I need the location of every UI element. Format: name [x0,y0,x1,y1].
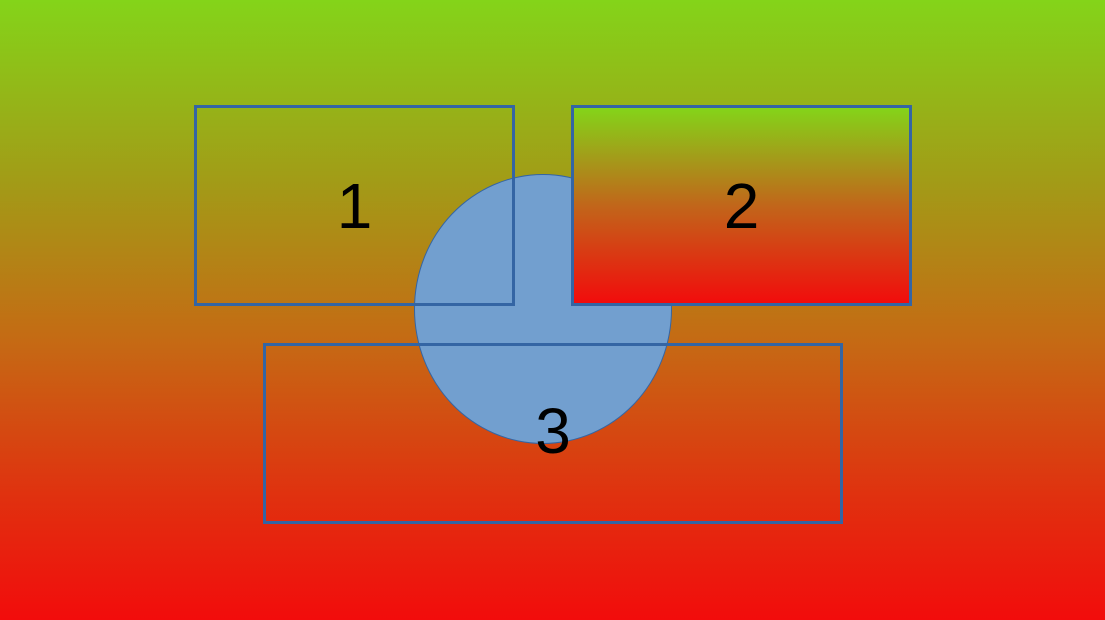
rectangle-shape-1[interactable]: 1 [194,105,515,306]
rectangle-1-label: 1 [336,169,373,242]
rectangle-3-label: 3 [535,394,571,467]
rectangle-shape-3[interactable]: 3 [263,343,843,524]
rectangle-shape-2[interactable]: 2 [571,105,912,306]
rectangle-2-label: 2 [723,169,760,242]
